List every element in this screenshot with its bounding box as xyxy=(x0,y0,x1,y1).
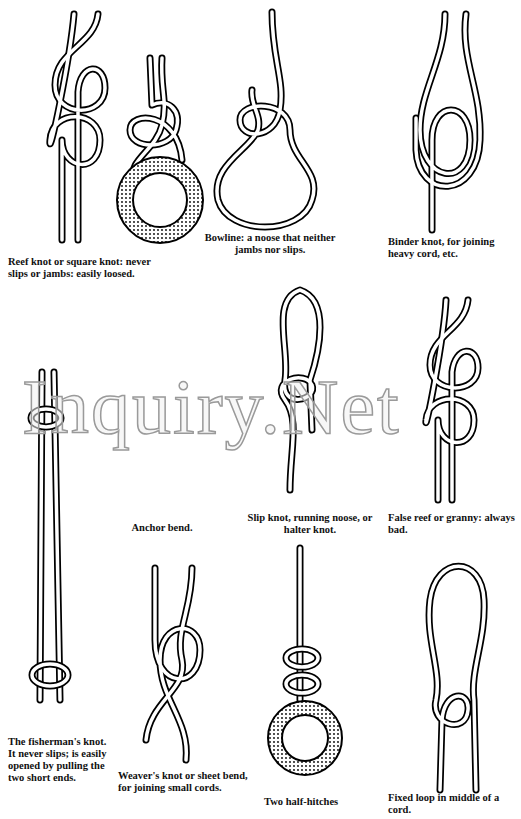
knot-caption: Anchor bend. xyxy=(112,522,212,534)
anchor-ring xyxy=(117,157,203,243)
knot-caption: The fisherman's knot. It never slips; is… xyxy=(8,736,114,784)
knot-caption: Slip knot, running noose, or halter knot… xyxy=(240,512,380,536)
knot-caption: Binder knot, for joining heavy cord, etc… xyxy=(388,236,516,260)
fisherman-knots xyxy=(31,409,68,686)
knot-caption: Reef knot or square knot: never slips or… xyxy=(8,256,158,280)
knot-caption: Weaver's knot or sheet bend, for joining… xyxy=(118,770,253,794)
half-hitch-ring xyxy=(268,649,342,775)
knot-caption: Fixed loop in middle of a cord. xyxy=(388,792,516,816)
knot-caption: Two half-hitches xyxy=(264,796,374,808)
knot-caption: False reef or granny: always bad. xyxy=(388,512,516,536)
watermark: Inquiry.Net xyxy=(22,368,401,446)
knot-caption: Bowline: a noose that neither jambs nor … xyxy=(200,232,340,256)
